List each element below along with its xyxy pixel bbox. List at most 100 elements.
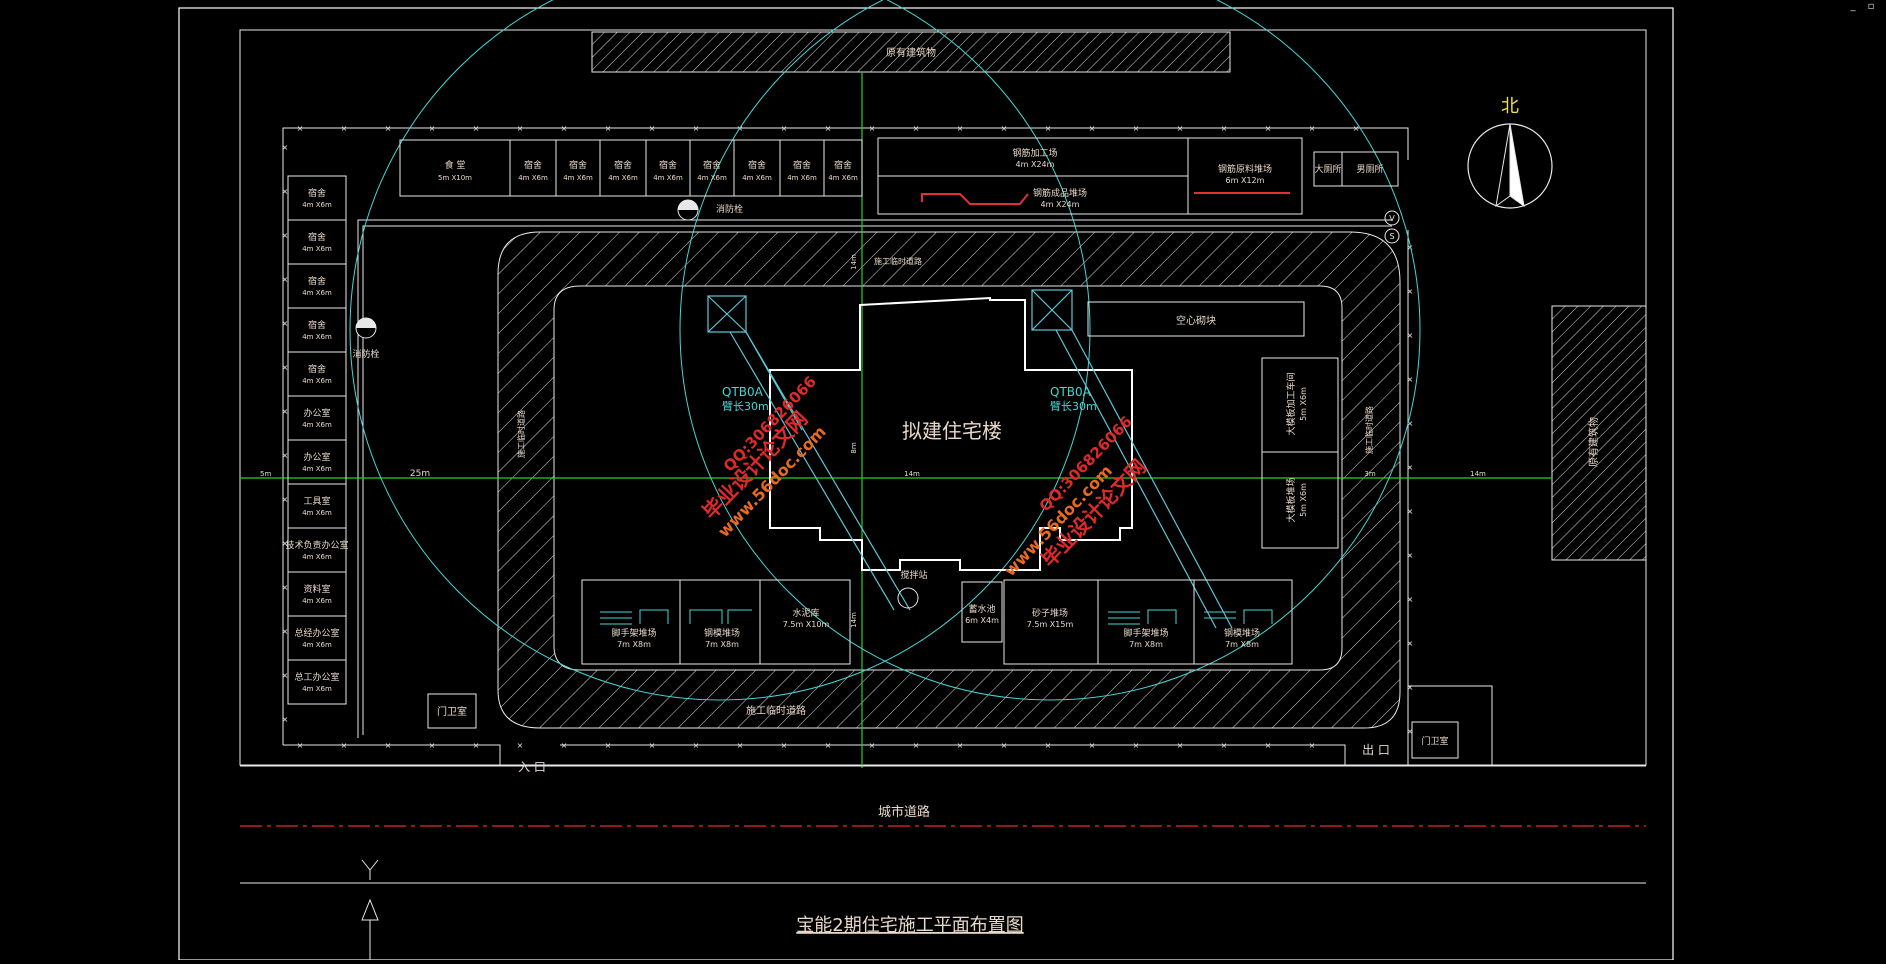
valve-s-letter: S [1389,232,1394,241]
fence-x-mark: × [1407,639,1414,648]
valve-v-symbol [1384,210,1400,226]
restore-button[interactable]: ▫ [1867,1,1875,12]
fence-x-mark: × [1407,287,1414,296]
dim-label-1: 5m [260,470,271,478]
fence-x-mark: × [1265,741,1272,750]
left-room-size: 4m X6m [302,289,332,297]
fence-x-mark: × [649,741,656,750]
drawing-title: 宝能2期住宅施工平面布置图 [796,915,1023,936]
existing-building-right-label: 原有建筑物 [1587,417,1600,467]
fence-x-mark: × [1407,727,1414,736]
fence-x-mark: × [341,124,348,133]
fence-x-mark: × [1407,551,1414,560]
left-room-size: 4m X6m [302,377,332,385]
fence-x-mark: × [561,741,568,750]
water-supply-line [357,219,1392,738]
fence-x-mark: × [825,124,832,133]
formwork-work-size: 5m X6m [1299,387,1308,421]
crane-left-reach: 臂长30m [722,400,769,413]
steel-raw-size: 6m X12m [1226,176,1265,185]
top-room-size: 4m X6m [518,174,548,182]
top-room-name: 宿舍 [748,159,766,171]
watermark-2: 毕业设计论文网 www.56doc.com QQ:306826066 [1000,412,1151,579]
guard-room-right [1411,721,1459,759]
bottom-right-scaffold-size: 7m X8m [1129,640,1163,649]
hollow-block-yard [1087,301,1305,337]
fence-x-mark: × [282,275,289,284]
left-room-size: 4m X6m [302,245,332,253]
fence-x-mark: × [1407,683,1414,692]
top-room-size: 4m X6m [608,174,638,182]
crane-left-model: QTB0A [722,385,764,399]
steel-finished-name: 钢筋成品堆场 [1033,187,1087,199]
toilet-male-label: 男厕所 [1356,164,1383,175]
left-room-name: 宿舍 [308,275,326,287]
fence-x-mark: × [1001,741,1008,750]
fence-x-mark: × [1001,124,1008,133]
crane-right-model: QTB0A [1050,385,1092,399]
top-room-name: 宿舍 [703,159,721,171]
fence-x-mark: × [869,741,876,750]
fence-x-mark: × [1045,741,1052,750]
dim-label-8: 14m [850,254,858,270]
valve-s-symbol [1384,228,1400,244]
fence-x-mark: × [825,741,832,750]
fence-x-mark: × [1221,741,1228,750]
left-room [287,659,347,705]
dim-label-3: 14m [904,470,920,478]
top-room-size: 4m X6m [742,174,772,182]
guard-room-left [427,693,477,729]
hollow-block-label: 空心砌块 [1176,314,1216,327]
north-label: 北 [1501,96,1519,117]
top-room-size: 5m X10m [438,174,472,182]
fence-x-mark: × [282,451,289,460]
top-room-size: 4m X6m [563,174,593,182]
bottom-left-yard-2-size: 7m X8m [705,640,739,649]
fence-x-mark: × [282,363,289,372]
fence-x-mark: × [605,124,612,133]
temp-road-top-label: 施工临时道路 [874,256,922,266]
temp-road-right-label: 施工临时道路 [1364,406,1374,454]
top-room [823,139,863,197]
bottom-right-steelmold-size: 7m X8m [1225,640,1259,649]
steel-work-size: 4m X24m [1016,160,1055,169]
fence-x-mark: × [1221,124,1228,133]
bottom-right-yards [1003,579,1293,665]
formwork-work-name: 大模板加工车间 [1285,372,1297,435]
rebar-bend-red [921,193,1029,205]
bottom-left-yard-3-size: 7.5m X10m [783,620,830,629]
fence-x-mark: × [1089,741,1096,750]
top-room-name: 宿舍 [834,159,852,171]
left-room-name: 工具室 [303,495,330,507]
minimize-button[interactable]: _ [1850,1,1856,12]
exit-label: 出 口 [1362,743,1390,757]
fence-x-mark: × [1407,375,1414,384]
water-tank [961,581,1003,643]
fence-x-mark: × [781,124,788,133]
dim-label-4: 3m [1364,470,1375,478]
fence-x-mark: × [297,741,304,750]
dim-label-2: 25m [410,469,430,479]
bottom-left-yards [581,579,851,665]
left-room-size: 4m X6m [302,509,332,517]
fence-x-mark: × [605,741,612,750]
mixer-symbol [897,587,919,609]
fence-x-mark: × [1089,124,1096,133]
temp-road-hatched [497,231,1401,729]
left-room-name: 宿舍 [308,187,326,199]
fence-x-mark: × [282,319,289,328]
temp-road-left-label: 施工临时道路 [516,410,526,458]
fence-x-mark: × [282,143,289,152]
left-room-name: 宿舍 [308,363,326,375]
formwork-yard-size: 5m X6m [1299,483,1308,517]
left-room-name: 总经办公室 [294,627,339,639]
crane-left [707,295,911,611]
fence-x-mark: × [282,715,289,724]
scaffold-symbol-left [600,609,752,625]
fence-x-mark: × [385,741,392,750]
fence-x-mark: × [517,741,524,750]
left-room-name: 宿舍 [308,231,326,243]
